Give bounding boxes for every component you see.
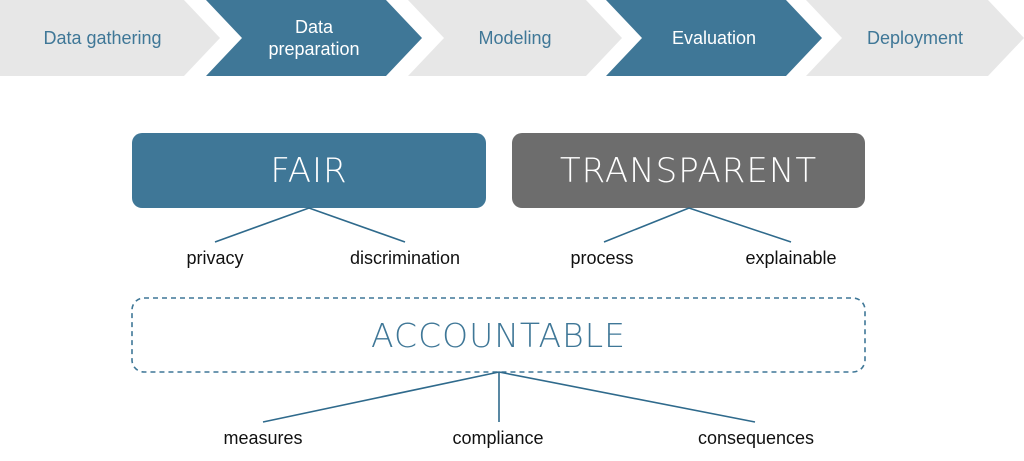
fair-title: FAIR [270,150,348,191]
leaf-discrimination: discrimination [349,248,461,268]
leaf-privacy: privacy [186,248,244,268]
fair-box [132,133,486,208]
stage-modeling-label: Modeling [478,28,552,48]
stage-data-gathering-label: Data gathering [43,28,162,48]
accountable-box [131,297,866,373]
connector-accountable-consequences [498,371,756,423]
stage-deployment-shape [806,0,1024,76]
stage-data-gathering-shape [0,0,220,76]
transparent-title: TRANSPARENT [559,150,818,191]
transparent-box [512,133,865,208]
stage-evaluation-label: Evaluation [671,28,757,48]
stage-deployment-label: Deployment [866,28,964,48]
leaf-compliance: compliance [452,428,544,448]
stage-evaluation-shape [606,0,822,76]
leaf-measures: measures [223,428,303,448]
stage-modeling-shape [408,0,622,76]
connector-transparent-process [603,207,690,243]
leaf-consequences: consequences [697,428,815,448]
accountable-title: ACCOUNTABLE [371,315,626,355]
leaf-explainable: explainable [745,248,837,268]
connector-transparent-explainable [688,207,792,243]
leaf-process: process [570,248,634,268]
connector-accountable-measures [262,371,500,423]
stage-data-preparation-shape [206,0,422,76]
stage-data-preparation-label: Data preparation [268,17,360,59]
connector-fair-discrimination [308,207,406,243]
connector-lines [214,207,792,423]
connector-fair-privacy [214,207,310,243]
